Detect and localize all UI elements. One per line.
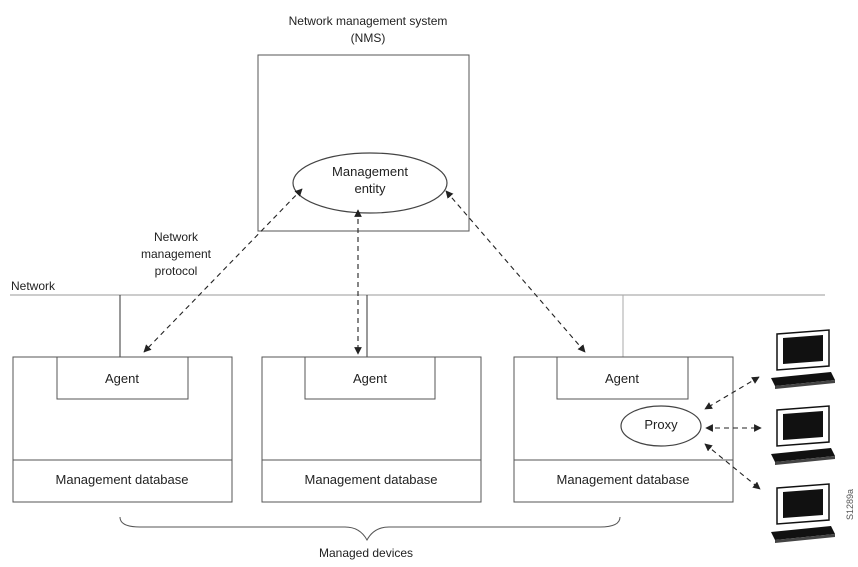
device-1-database-label: Management database xyxy=(55,472,189,487)
device-3-database-label: Management database xyxy=(556,472,690,487)
protocol-arrow-right xyxy=(445,190,586,353)
managed-devices-label: Managed devices xyxy=(318,546,414,560)
nms-title-line1: Network management system xyxy=(288,14,448,28)
device-1-agent-label: Agent xyxy=(105,371,139,386)
network-label: Network xyxy=(11,279,56,293)
device-2-agent-label: Agent xyxy=(353,371,387,386)
protocol-arrow-left xyxy=(143,188,303,353)
management-entity-label-line2: entity xyxy=(354,181,386,196)
computer-terminal-icon xyxy=(771,405,835,465)
device-3-agent-label: Agent xyxy=(605,371,639,386)
computer-terminal-icon xyxy=(771,329,835,389)
device-2-agent-box xyxy=(304,356,436,400)
device-3-agent-box xyxy=(556,356,689,400)
proxy-arrow-top xyxy=(704,376,760,410)
management-entity-label-line1: Management xyxy=(332,164,408,179)
proxy-ellipse xyxy=(620,405,702,447)
proxy-arrow-bottom xyxy=(704,443,761,490)
proxy-label: Proxy xyxy=(644,417,678,432)
nms-box xyxy=(257,54,470,232)
figure-id: S1289a xyxy=(845,488,855,520)
device-1-agent-box xyxy=(56,356,189,400)
device-2-database-label: Management database xyxy=(304,472,438,487)
protocol-label-line3: protocol xyxy=(154,264,198,278)
managed-devices-brace xyxy=(119,516,621,542)
protocol-label-line2: management xyxy=(140,247,212,261)
management-entity-ellipse xyxy=(292,152,448,214)
nms-title-line2: (NMS) xyxy=(350,31,386,45)
protocol-label-line1: Network xyxy=(153,230,199,244)
computer-terminal-icon xyxy=(771,483,835,543)
